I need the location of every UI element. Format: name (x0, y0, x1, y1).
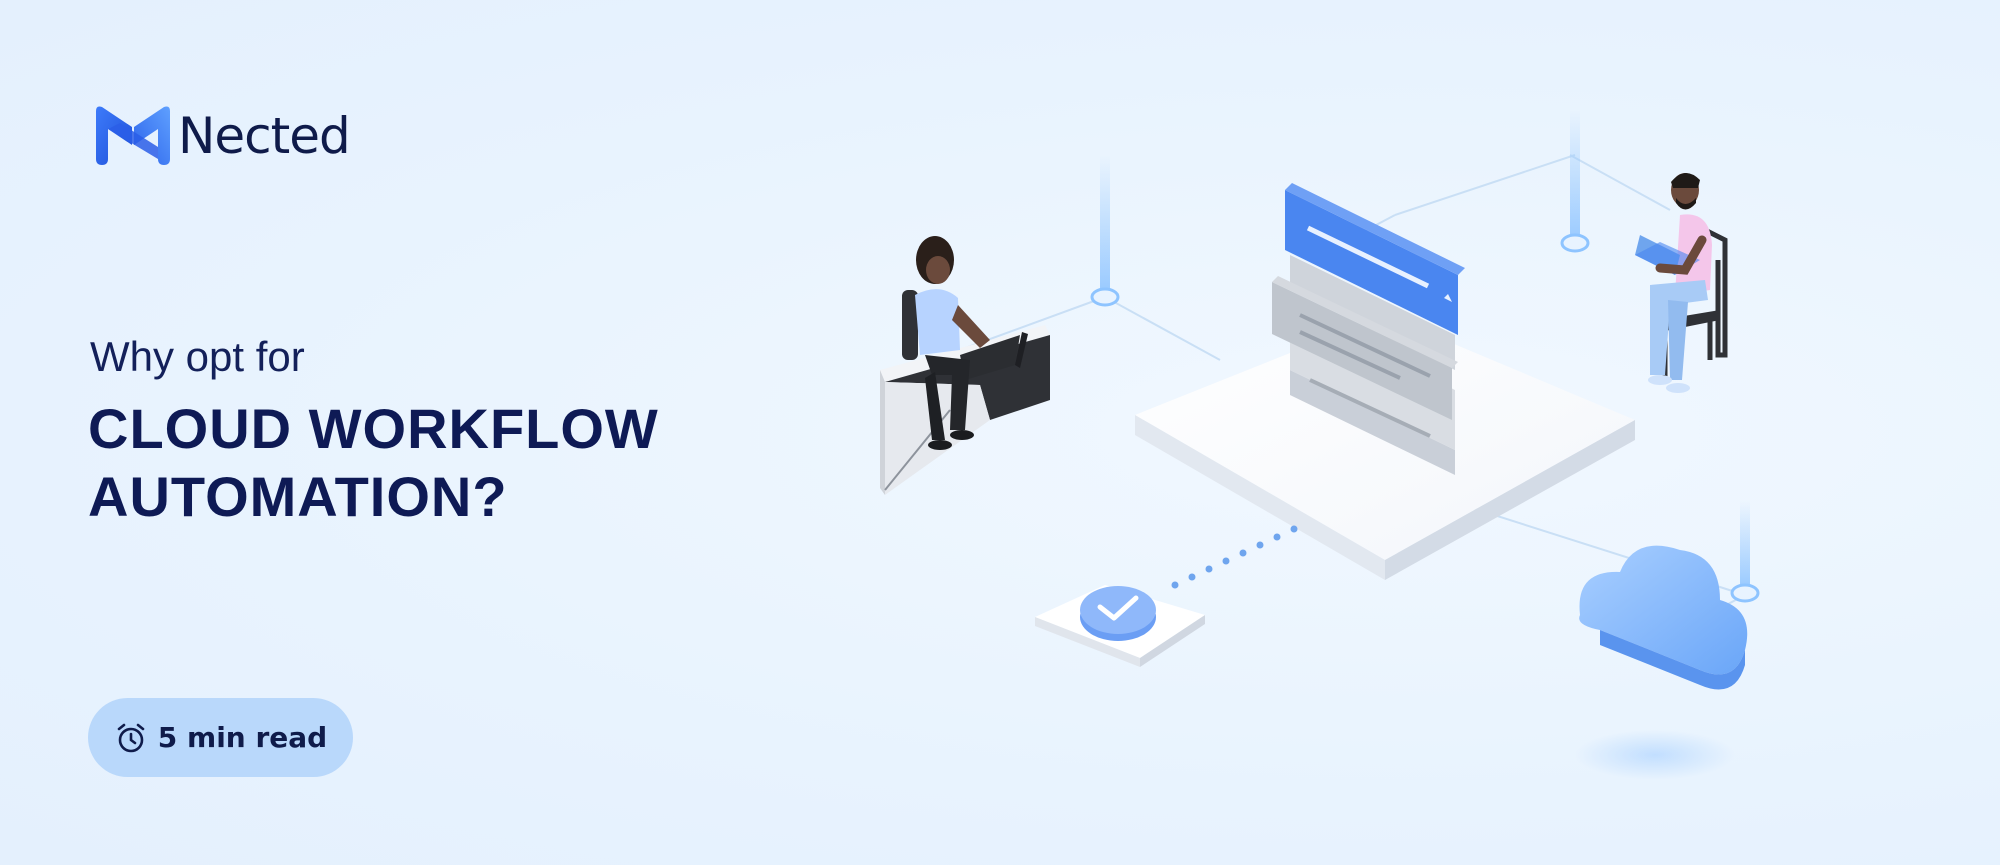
read-time-label: 5 min read (157, 721, 328, 754)
brand-name: Nected (178, 107, 351, 165)
server-stack (1272, 183, 1465, 475)
network-nodes (1090, 233, 1760, 603)
headline-kicker: Why opt for (90, 333, 305, 380)
checkmark-badge (1035, 585, 1205, 667)
alarm-clock-icon (117, 723, 145, 752)
nected-logo-icon (96, 106, 170, 165)
page-title: CLOUD WORKFLOW AUTOMATION? (88, 395, 728, 531)
brand-logo[interactable]: Nected (90, 100, 351, 172)
cloud-icon (1575, 545, 1748, 780)
read-time-badge: 5 min read (88, 698, 353, 777)
title-line-2: AUTOMATION? (88, 465, 508, 528)
man-in-chair (1635, 172, 1728, 393)
dotted-link (1171, 525, 1298, 589)
woman-at-desk (880, 236, 1050, 495)
workflow-illustration (880, 110, 1760, 780)
title-line-1: CLOUD WORKFLOW (88, 397, 659, 460)
